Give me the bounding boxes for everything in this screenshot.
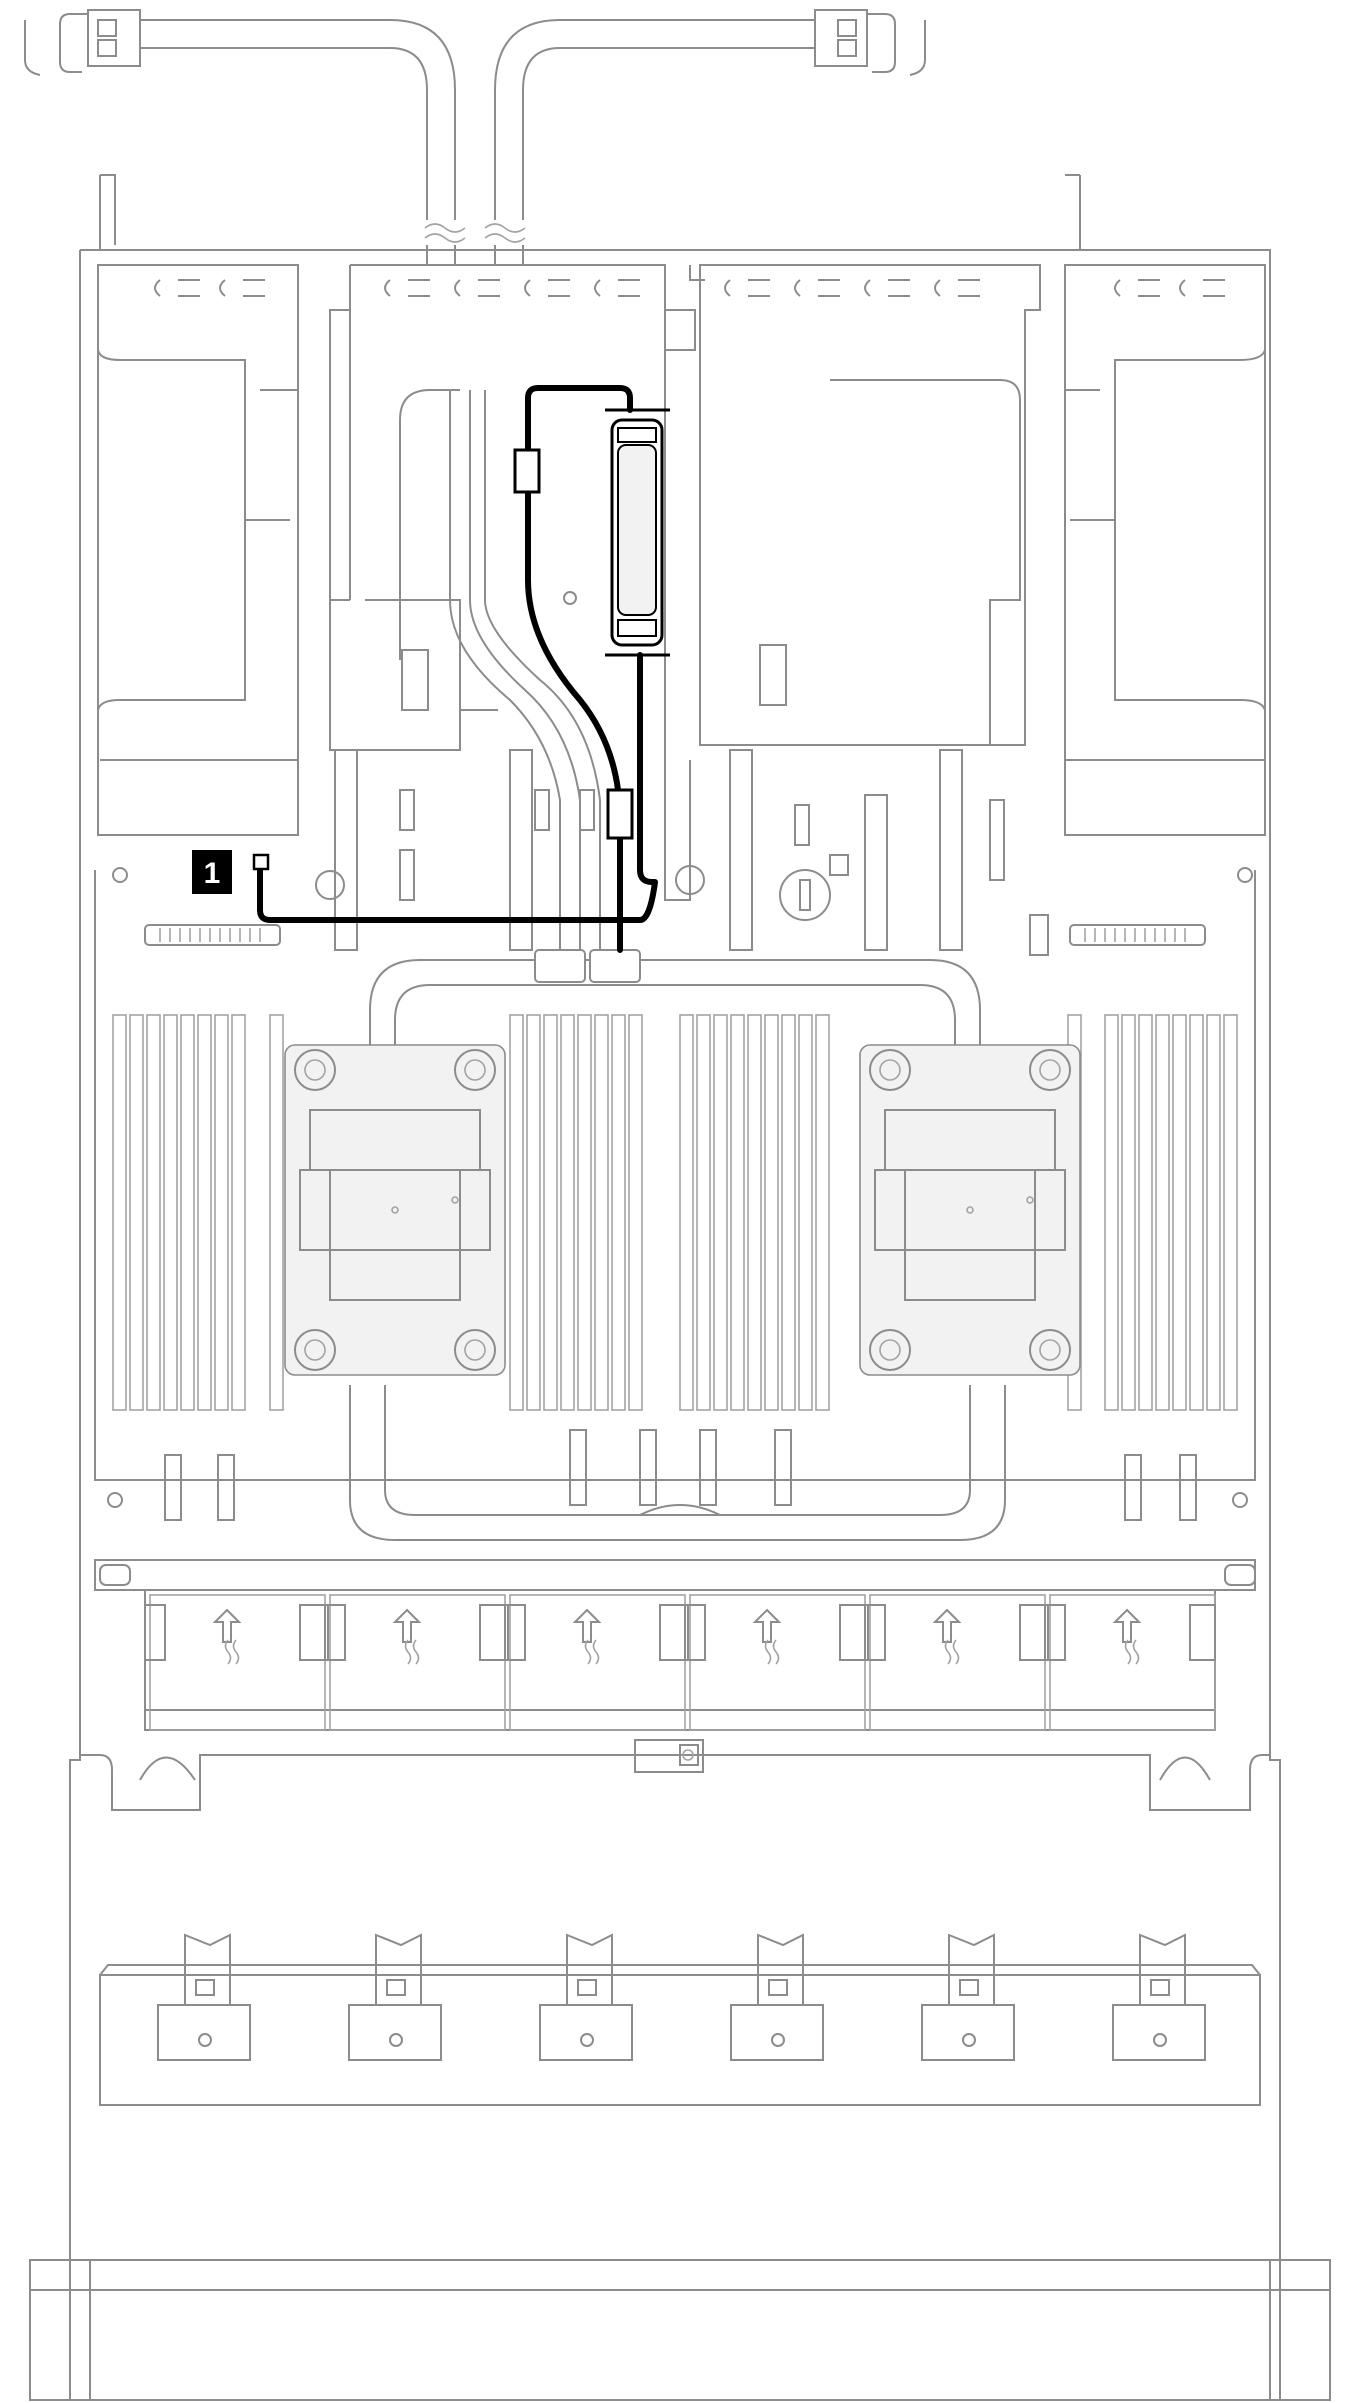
highlighted-module: [605, 408, 670, 657]
pcie-slots: [315, 749, 1049, 956]
drive-backplane-area: [99, 1964, 1261, 2106]
fan-cage-frame: [80, 1739, 1270, 1811]
left-rear-connector: [24, 9, 141, 76]
cable-route: [252, 385, 658, 953]
right-rear-connector: [814, 9, 926, 76]
dimm-slots-right: [1067, 1014, 1238, 1411]
dimm-slots-center: [509, 1014, 830, 1411]
cooling-tubes: [349, 949, 1006, 1541]
drive-latch-5: [921, 1933, 1015, 2061]
drive-latch-3: [539, 1933, 633, 2061]
fan-cage: [94, 1559, 1256, 1731]
drive-latch-2: [348, 1933, 442, 2061]
riser-cage-3: [689, 264, 1041, 746]
processor-1-cold-plate: [284, 1044, 506, 1376]
connector-strips: [107, 867, 1253, 1508]
fan-3: [504, 1594, 689, 1731]
lower-connectors: [164, 1429, 1197, 1521]
drive-latch-4: [730, 1933, 824, 2061]
dimm-slots-left: [112, 1014, 284, 1411]
riser-cage-1: [97, 264, 299, 836]
callout-box: [192, 850, 232, 894]
fan-1: [144, 1594, 329, 1731]
callout-number: 1: [204, 857, 221, 890]
fan-5: [864, 1594, 1049, 1731]
drive-latch-1: [157, 1933, 251, 2061]
riser-cage-4: [1064, 264, 1266, 836]
fan-2: [324, 1594, 509, 1731]
drive-latch-6: [1112, 1933, 1206, 2061]
air-baffle-guides: [449, 390, 601, 950]
rear-cables: [24, 9, 926, 270]
fan-6: [1044, 1594, 1216, 1731]
processor-2-cold-plate: [859, 1044, 1081, 1376]
chassis: [29, 174, 1331, 2401]
callout-1: 1: [192, 850, 232, 894]
fan-4: [684, 1594, 869, 1731]
